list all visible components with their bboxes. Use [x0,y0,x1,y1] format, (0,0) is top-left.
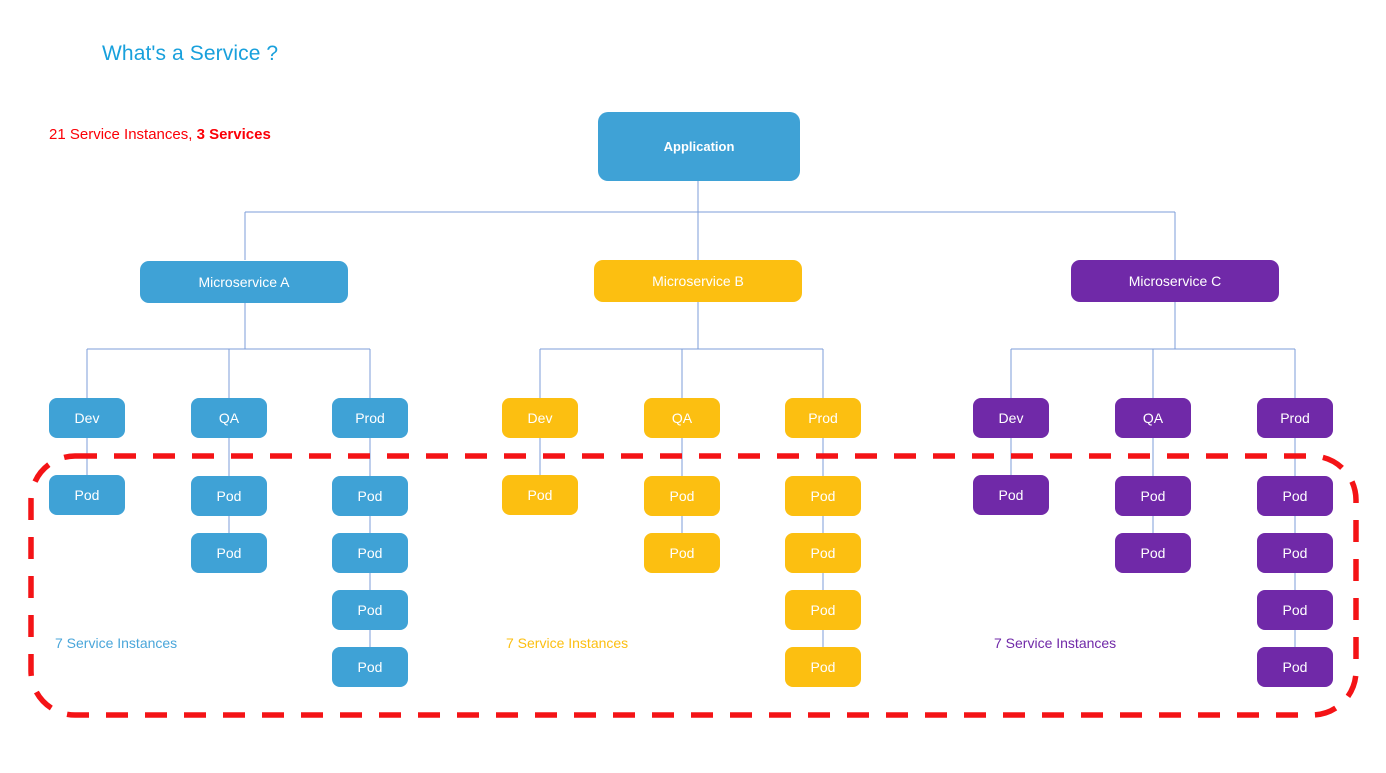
node-microservice-b[interactable]: Microservice B [594,260,802,302]
node-c-dev-pod-1[interactable]: Pod [973,475,1049,515]
page-title: What's a Service ? [102,42,279,65]
node-b-dev-pod-1-label: Pod [527,487,553,503]
node-application-label: Application [663,139,735,154]
node-b-env-dev[interactable]: Dev [502,398,578,438]
node-a-prod-pod-3[interactable]: Pod [332,590,408,630]
node-b-prod-pod-3-label: Pod [810,602,836,618]
node-c-prod-pod-4[interactable]: Pod [1257,647,1333,687]
node-a-prod-pod-2[interactable]: Pod [332,533,408,573]
node-a-dev-pod-1-label: Pod [74,487,100,503]
node-c-env-qa-label: QA [1142,410,1164,426]
node-b-prod-pod-1[interactable]: Pod [785,476,861,516]
node-a-env-prod-label: Prod [355,410,385,426]
node-c-prod-pod-1-label: Pod [1282,488,1308,504]
node-a-prod-pod-1[interactable]: Pod [332,476,408,516]
node-c-prod-pod-2[interactable]: Pod [1257,533,1333,573]
node-microservice-c-label: Microservice C [1128,273,1222,289]
node-a-dev-pod-1[interactable]: Pod [49,475,125,515]
node-b-qa-pod-2[interactable]: Pod [644,533,720,573]
node-b-dev-pod-1[interactable]: Pod [502,475,578,515]
node-a-env-dev-label: Dev [74,410,100,426]
node-a-env-dev[interactable]: Dev [49,398,125,438]
node-b-prod-pod-2[interactable]: Pod [785,533,861,573]
label-c-instances: 7 Service Instances [994,635,1117,651]
node-b-env-qa-label: QA [671,410,693,426]
node-c-prod-pod-3[interactable]: Pod [1257,590,1333,630]
node-c-prod-pod-3-label: Pod [1282,602,1308,618]
node-a-qa-pod-1[interactable]: Pod [191,476,267,516]
node-c-env-dev-label: Dev [998,410,1024,426]
node-a-qa-pod-2[interactable]: Pod [191,533,267,573]
node-c-env-qa[interactable]: QA [1115,398,1191,438]
node-b-prod-pod-4-label: Pod [810,659,836,675]
node-a-prod-pod-1-label: Pod [357,488,383,504]
node-a-qa-pod-1-label: Pod [216,488,242,504]
node-c-qa-pod-1[interactable]: Pod [1115,476,1191,516]
node-c-prod-pod-1[interactable]: Pod [1257,476,1333,516]
node-a-qa-pod-2-label: Pod [216,545,242,561]
node-c-env-dev[interactable]: Dev [973,398,1049,438]
node-a-prod-pod-4-label: Pod [357,659,383,675]
node-b-prod-pod-3[interactable]: Pod [785,590,861,630]
node-microservice-c[interactable]: Microservice C [1071,260,1279,302]
node-a-env-prod[interactable]: Prod [332,398,408,438]
node-c-prod-pod-4-label: Pod [1282,659,1308,675]
node-c-qa-pod-2[interactable]: Pod [1115,533,1191,573]
node-a-prod-pod-4[interactable]: Pod [332,647,408,687]
node-b-prod-pod-2-label: Pod [810,545,836,561]
node-b-env-dev-label: Dev [527,410,553,426]
label-b-instances: 7 Service Instances [506,635,629,651]
node-b-env-prod[interactable]: Prod [785,398,861,438]
node-application[interactable]: Application [598,112,800,181]
node-b-prod-pod-4[interactable]: Pod [785,647,861,687]
node-a-env-qa[interactable]: QA [191,398,267,438]
node-c-env-prod-label: Prod [1280,410,1310,426]
node-a-prod-pod-3-label: Pod [357,602,383,618]
node-b-prod-pod-1-label: Pod [810,488,836,504]
node-microservice-a[interactable]: Microservice A [140,261,348,303]
node-b-env-qa[interactable]: QA [644,398,720,438]
label-a-instances: 7 Service Instances [55,635,178,651]
summary-emphasis: 3 Services [196,126,271,143]
node-b-env-prod-label: Prod [808,410,838,426]
node-c-qa-pod-1-label: Pod [1140,488,1166,504]
summary-counts: 21 Service Instances, 3 Services [49,126,271,143]
node-a-env-qa-label: QA [218,410,240,426]
node-c-prod-pod-2-label: Pod [1282,545,1308,561]
node-microservice-b-label: Microservice B [652,273,744,289]
node-c-qa-pod-2-label: Pod [1140,545,1166,561]
node-microservice-a-label: Microservice A [198,274,290,290]
node-b-qa-pod-2-label: Pod [669,545,695,561]
node-c-dev-pod-1-label: Pod [998,487,1024,503]
node-a-prod-pod-2-label: Pod [357,545,383,561]
node-b-qa-pod-1-label: Pod [669,488,695,504]
node-c-env-prod[interactable]: Prod [1257,398,1333,438]
summary-prefix: 21 Service Instances, [49,126,197,143]
node-b-qa-pod-1[interactable]: Pod [644,476,720,516]
